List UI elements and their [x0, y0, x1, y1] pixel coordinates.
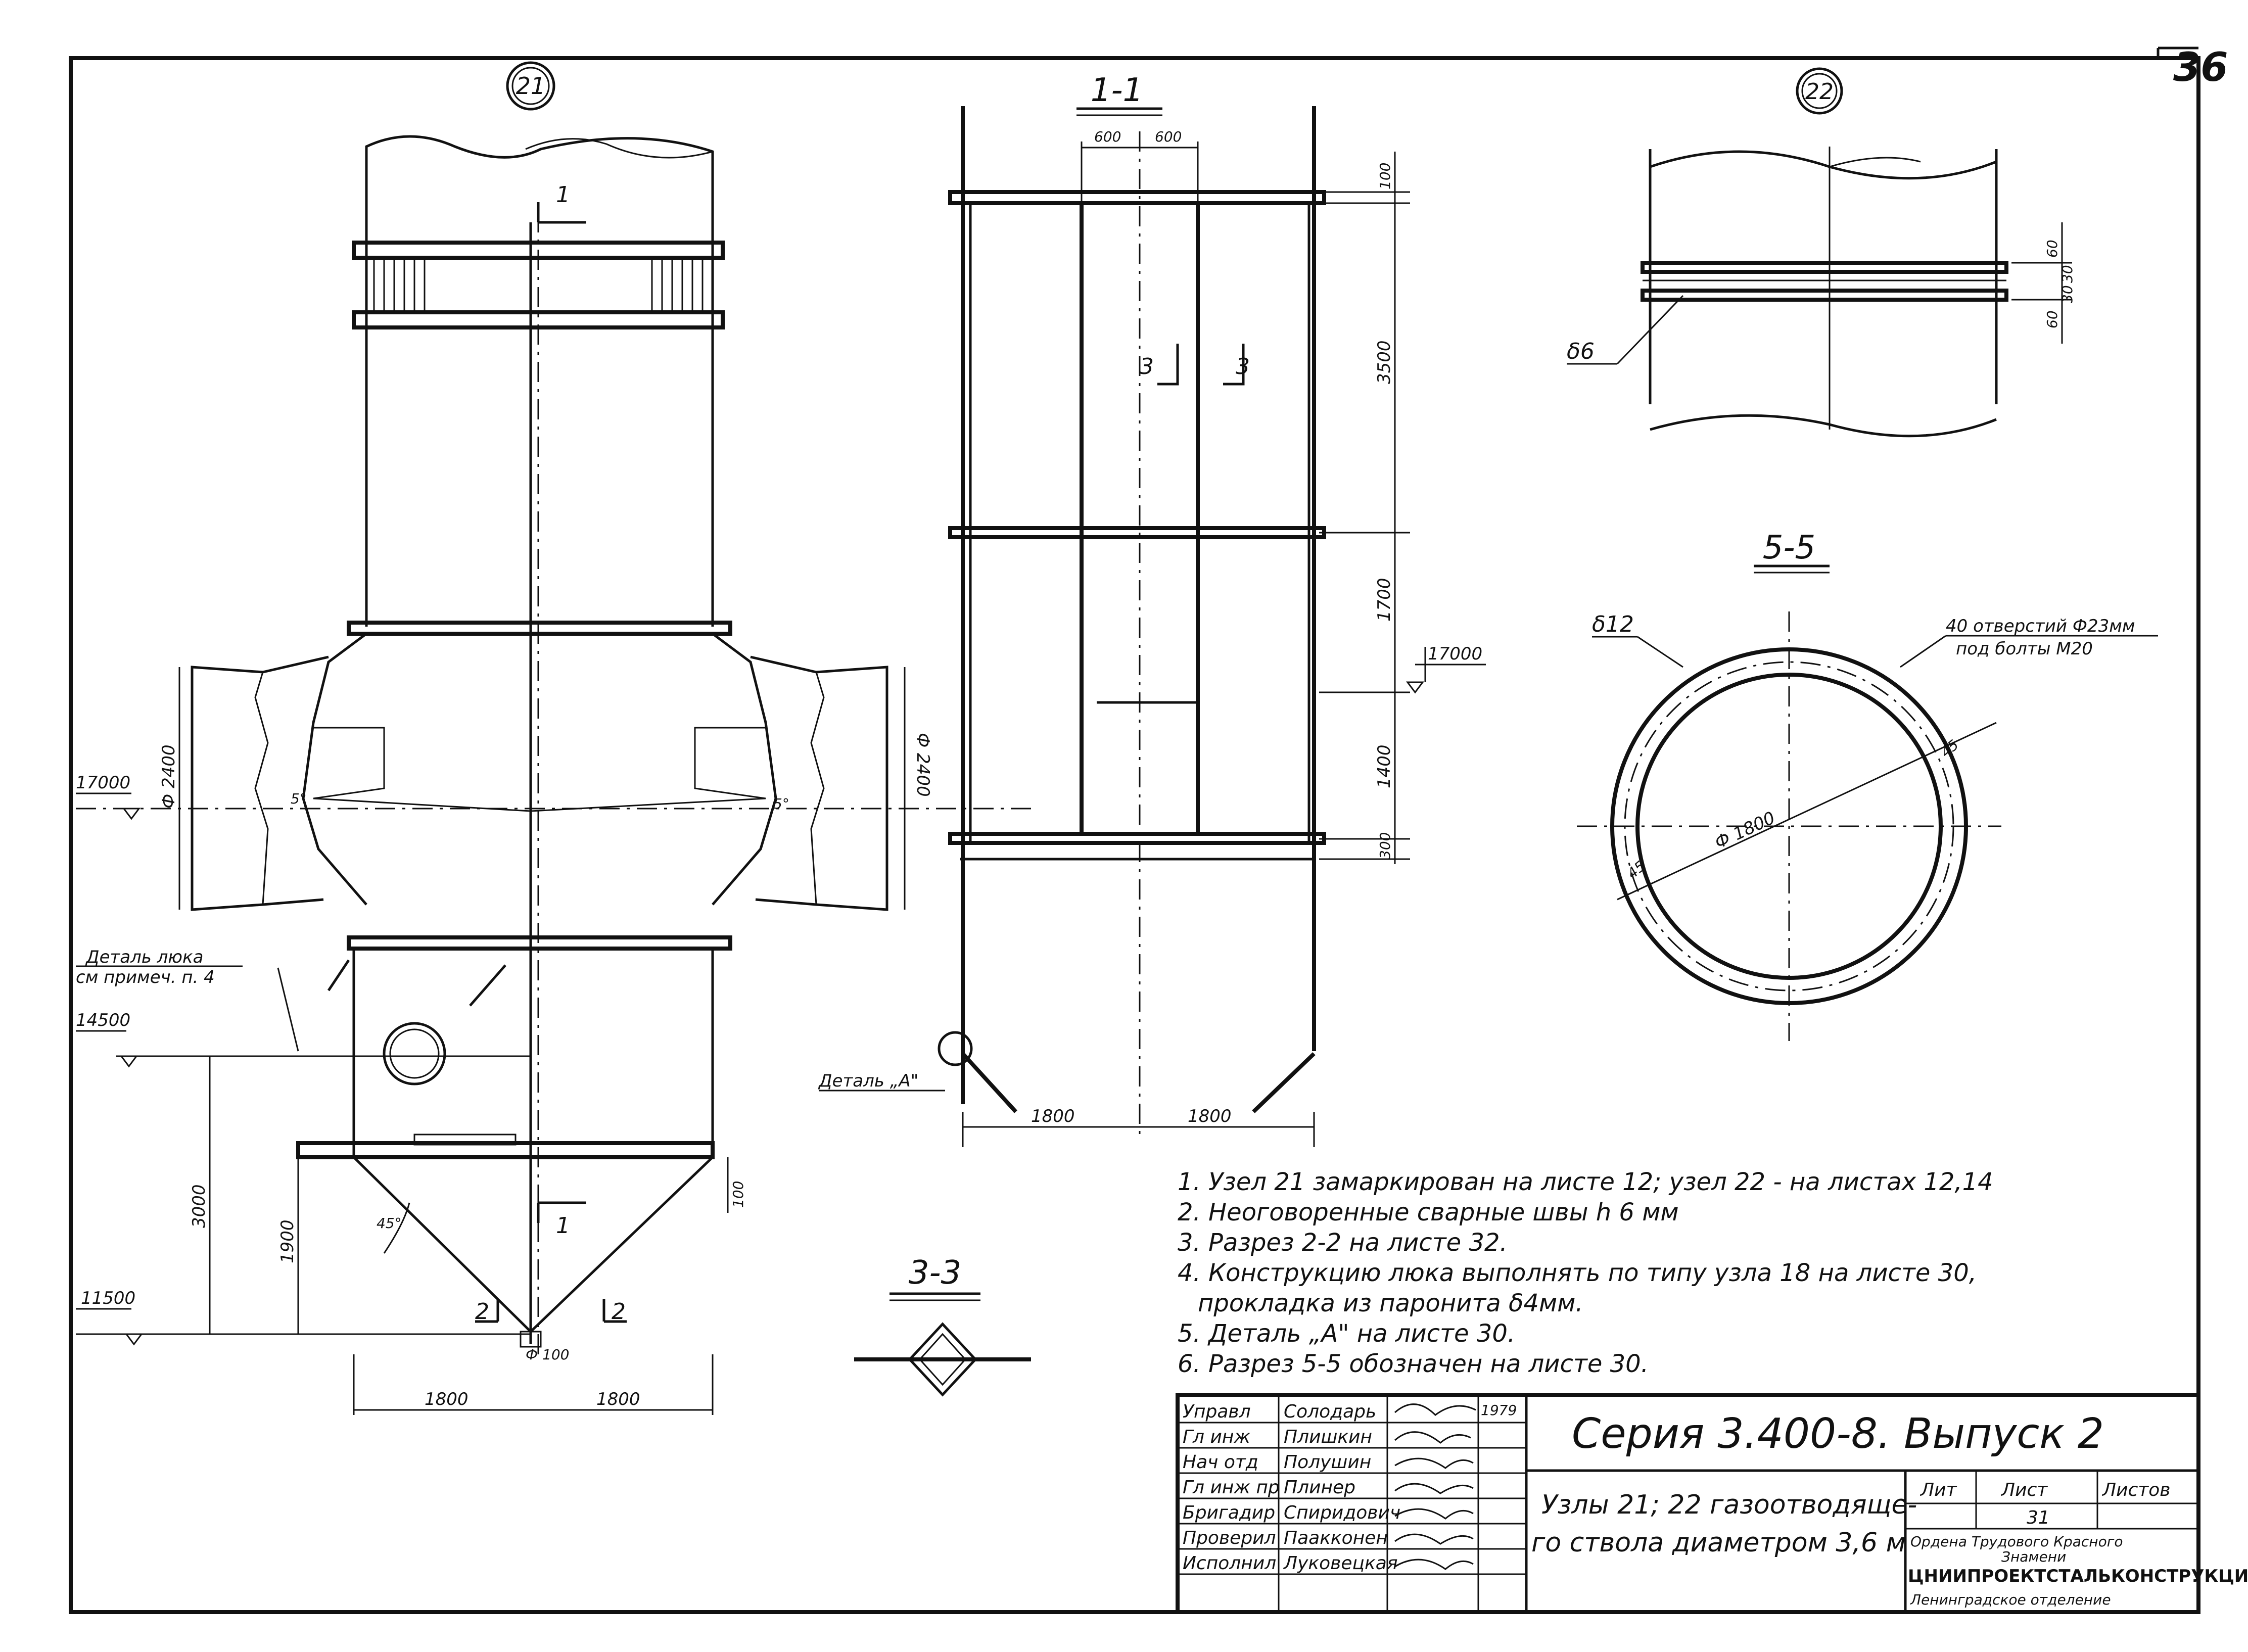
tb-desc-1: Узлы 21; 22 газоотводяще- [1541, 1490, 1917, 1520]
s55-holes-line2: под болты М20 [1956, 639, 2093, 659]
cut-2-right: 2 [612, 1299, 626, 1325]
tb-role-6: Исполнил [1183, 1553, 1276, 1574]
section-1-1-title: 1-1 [1091, 72, 1144, 109]
node21-elev-14500: 14500 [76, 1010, 130, 1030]
s55-plate: δ12 [1592, 611, 1634, 637]
s11-dim-1800-a: 1800 [1031, 1106, 1075, 1126]
tb-org-3: ЦНИИПРОЕКТСТАЛЬКОНСТРУКЦИЯ [1908, 1566, 2248, 1586]
node21-angle-5-left: 5° [291, 790, 307, 807]
hatch-label-line2: см примеч. п. 4 [76, 967, 215, 987]
tb-col-listov: Листов [2101, 1480, 2170, 1500]
node21-phi-2400-left: Ф 2400 [159, 744, 179, 809]
cut-1-bottom: 1 [556, 1213, 570, 1239]
tb-role-4: Бригадир [1183, 1502, 1275, 1523]
section-5-5-title: 5-5 [1763, 529, 1816, 567]
callout-21-circle [506, 61, 555, 111]
tb-role-3: Гл инж пр [1183, 1477, 1280, 1498]
note-4: 4. Конструкцию люка выполнять по типу уз… [1178, 1259, 1977, 1287]
tb-name-1: Плишкин [1284, 1427, 1372, 1447]
note-4-cont: прокладка из паронита δ4мм. [1198, 1289, 1583, 1317]
tb-role-5: Проверил [1183, 1528, 1276, 1548]
hatch-opening [383, 1022, 446, 1085]
tb-role-0: Управл [1183, 1401, 1251, 1422]
s11-dim-100: 100 [1377, 163, 1393, 190]
node21-dim-1800-left: 1800 [425, 1389, 469, 1409]
tb-org-4: Ленинградское отделение [1910, 1591, 2111, 1608]
tb-name-6: Луковецкая [1283, 1553, 1397, 1574]
signature-marks [1394, 1403, 1476, 1570]
section-1-1-view: 1-1 600 600 3 3 100 3 [818, 72, 1486, 1147]
node21-phi-100: Ф 100 [526, 1346, 569, 1363]
node21-angle-45: 45° [377, 1215, 402, 1232]
node21-elev-11500: 11500 [81, 1288, 135, 1308]
sheet-frame [69, 46, 2200, 1614]
node21-phi-2400-right: Ф 2400 [913, 733, 933, 797]
section-3-3-title: 3-3 [909, 1254, 962, 1292]
s55-holes-line1: 40 отверстий Ф23мм [1946, 616, 2135, 636]
node21-angle-5-right: 5° [773, 795, 789, 812]
tb-sheet-no: 31 [2027, 1507, 2050, 1528]
page-number: 36 [2173, 45, 2228, 90]
tb-desc-2: го ствола диаметром 3,6 м [1531, 1528, 1906, 1558]
s11-dim-1400: 1400 [1374, 744, 1394, 788]
note-2: 2. Неоговоренные сварные швы h 6 мм [1178, 1198, 1679, 1226]
callout-22-label: 22 [1805, 79, 1834, 105]
node21-dim-100: 100 [730, 1181, 746, 1208]
n22-dim-30-b: 30 [2059, 285, 2076, 303]
section-5-5-view: 5-5 Ф 1800 45 45 δ12 40 отверстий Ф23мм … [1577, 529, 2158, 1041]
node21-elev-17000: 17000 [76, 773, 130, 793]
s11-dim-300: 300 [1377, 832, 1393, 859]
tb-series: Серия 3.400-8. Выпуск 2 [1572, 1410, 2104, 1458]
section-3-3-view: 3-3 [854, 1254, 1031, 1397]
s11-dim-600-b: 600 [1155, 128, 1182, 145]
node-21-view: 21 1 [76, 61, 1036, 1415]
callout-22-circle [1796, 67, 1843, 115]
n22-dim-60-a: 60 [2044, 240, 2060, 258]
tb-org-2: Знамени [2001, 1548, 2066, 1565]
tb-role-1: Гл инж [1183, 1427, 1250, 1447]
node-22-view: 22 60 30 30 60 δ6 [1567, 67, 2076, 438]
tb-name-5: Паакконен [1284, 1528, 1388, 1548]
tb-name-2: Полушин [1284, 1452, 1371, 1473]
title-block: Управл Гл инж Нач отд Гл инж пр Бригадир… [1176, 1393, 2248, 1614]
s11-dim-1800-b: 1800 [1188, 1106, 1232, 1126]
notes-block: 1. Узел 21 замаркирован на листе 12; узе… [1178, 1168, 1993, 1378]
cut-2-left: 2 [475, 1299, 489, 1325]
node21-dim-1900: 1900 [277, 1219, 298, 1263]
tb-role-2: Нач отд [1183, 1452, 1258, 1473]
cut-1-top: 1 [556, 182, 570, 208]
note-3: 3. Разрез 2-2 на листе 32. [1178, 1229, 1508, 1257]
callout-21-label: 21 [516, 72, 546, 100]
tb-org-1: Ордена Трудового Красного [1910, 1533, 2123, 1550]
s55-diameter: Ф 1800 [1712, 808, 1778, 853]
node21-dim-3000: 3000 [189, 1184, 209, 1228]
tb-col-list: Лист [2000, 1480, 2048, 1500]
s11-dim-600-a: 600 [1094, 128, 1121, 145]
tb-year: 1979 [1481, 1402, 1517, 1419]
tb-col-lit: Лит [1919, 1480, 1957, 1500]
note-6: 6. Разрез 5-5 обозначен на листе 30. [1178, 1350, 1649, 1378]
tb-name-3: Плинер [1284, 1477, 1355, 1498]
n22-dim-60-b: 60 [2044, 310, 2060, 328]
note-5: 5. Деталь „А" на листе 30. [1178, 1319, 1515, 1348]
tb-name-4: Спиридович [1284, 1502, 1400, 1523]
n22-plate: δ6 [1567, 339, 1595, 364]
cut-3-left: 3 [1140, 354, 1154, 380]
s11-dim-1700: 1700 [1374, 578, 1394, 622]
note-1: 1. Узел 21 замаркирован на листе 12; узе… [1178, 1168, 1993, 1196]
s11-elev-17000: 17000 [1428, 644, 1482, 664]
s11-detail-a: Деталь „А" [818, 1071, 918, 1091]
n22-dim-30-a: 30 [2059, 265, 2076, 283]
s11-dim-3500: 3500 [1374, 340, 1394, 384]
node21-dim-1800-right: 1800 [596, 1389, 640, 1409]
tb-name-0: Солодарь [1284, 1401, 1376, 1422]
hatch-label-line1: Деталь люка [85, 947, 203, 967]
cut-3-right: 3 [1236, 354, 1250, 380]
